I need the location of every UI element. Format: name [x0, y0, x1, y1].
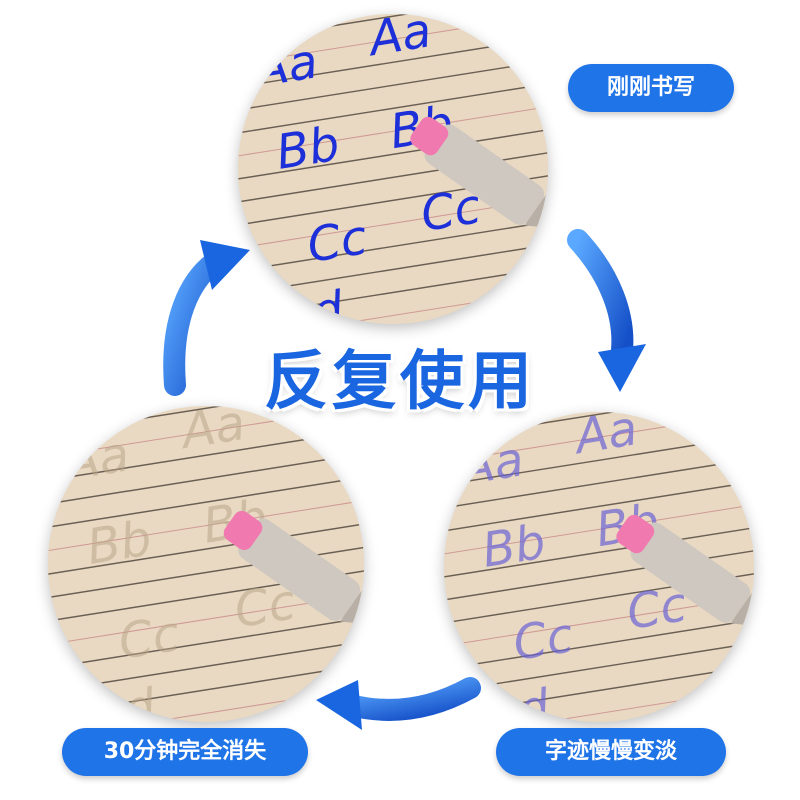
stage-label-vanished: 30分钟完全消失 — [62, 728, 308, 776]
headline-title: 反复使用 — [264, 345, 536, 419]
letter-sample: Bb — [83, 511, 155, 576]
letter-sample: Aa — [175, 406, 249, 460]
letter-sample: Bb — [273, 117, 344, 181]
letter-sample: Bb — [479, 515, 550, 579]
lined-paper: AaAaBbBbCcCcDd — [444, 412, 754, 722]
stage-label-fading: 字迹慢慢变淡 — [496, 728, 726, 776]
letter-sample: Aa — [249, 34, 321, 98]
lined-paper: AaAaBbBbCcCcDd — [238, 14, 548, 324]
letter-sample: Aa — [455, 432, 527, 496]
letter-sample: Aa — [363, 14, 435, 68]
letter-sample: Aa — [569, 412, 641, 466]
lined-paper: AaAaBbBbCcCcDd — [48, 406, 364, 722]
stage-circle-vanished: AaAaBbBbCcCcDd — [48, 406, 364, 722]
letter-sample: Cc — [304, 210, 371, 274]
stage-circle-fading: AaAaBbBbCcCcDd — [444, 412, 754, 722]
arrow-left-icon — [316, 677, 481, 730]
stage-label-fresh: 刚刚书写 — [568, 64, 734, 112]
letter-sample: Cc — [115, 606, 183, 671]
letter-sample: Cc — [510, 608, 577, 672]
letter-sample: Aa — [59, 426, 133, 492]
stage-circle-fresh: AaAaBbBbCcCcDd — [238, 14, 548, 324]
letter-sample: Dd — [83, 678, 159, 722]
letter-sample: Dd — [273, 281, 348, 324]
letter-sample: Dd — [479, 679, 554, 722]
